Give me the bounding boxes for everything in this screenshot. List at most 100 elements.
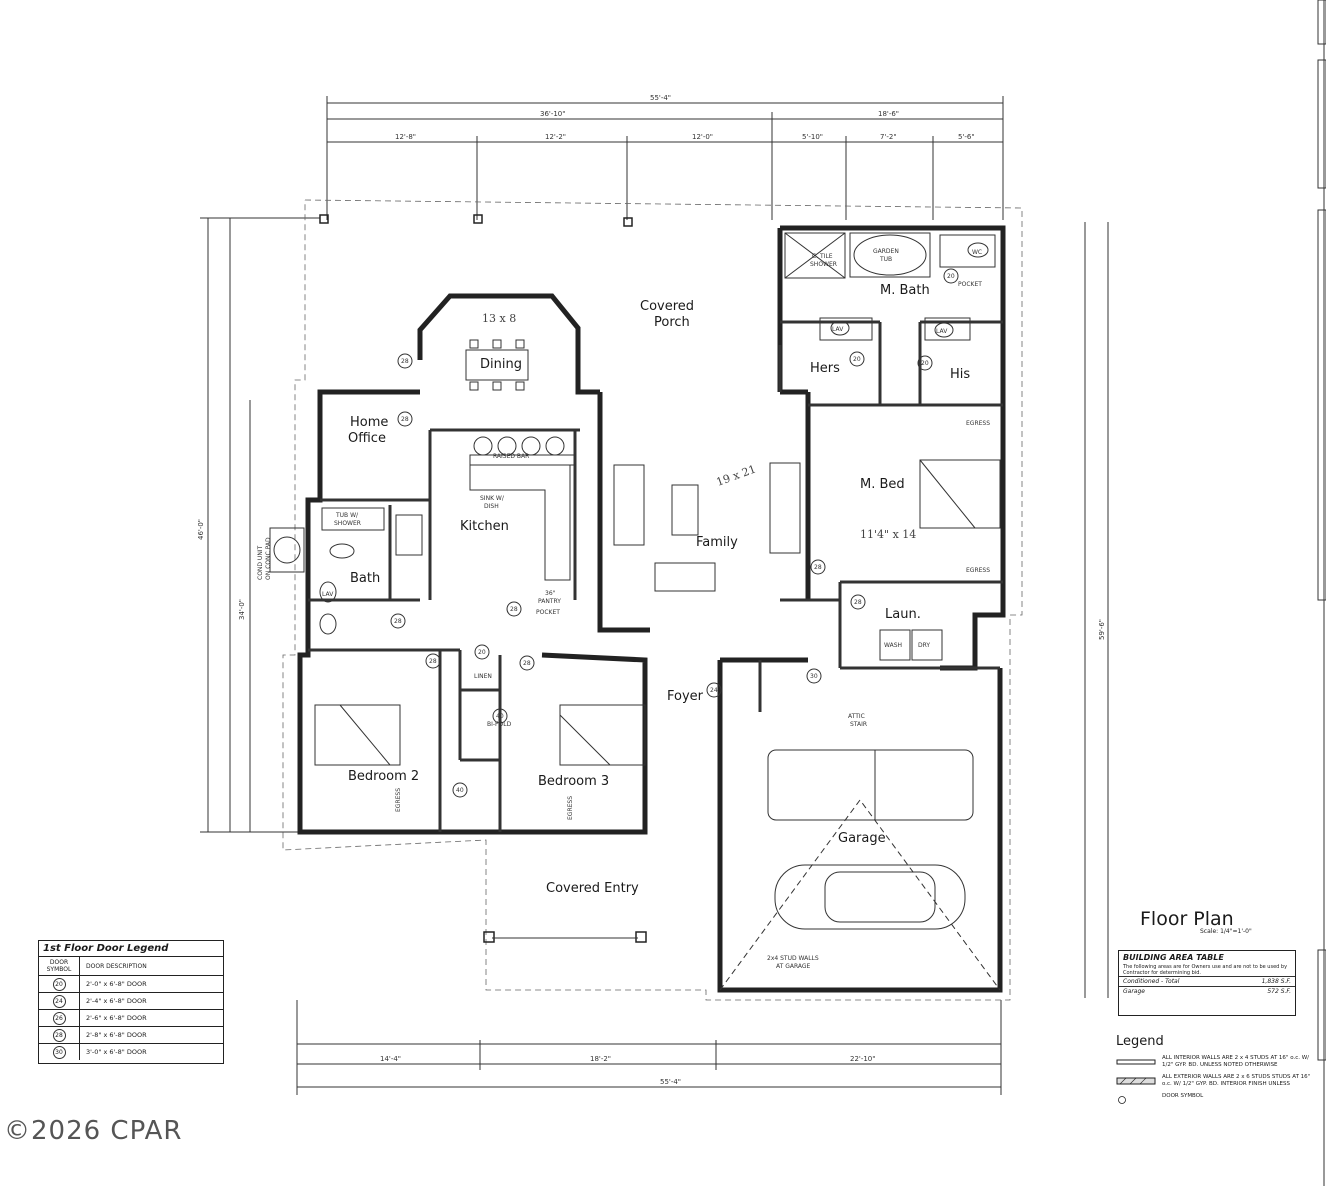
door-legend-col-symbol: DOOR SYMBOL <box>39 957 80 975</box>
label-tile-shower: C. TILE <box>812 253 833 260</box>
svg-text:24: 24 <box>710 687 718 694</box>
label-bifold: BI-FOLD <box>487 721 512 728</box>
label-linen: LINEN <box>474 673 492 680</box>
bottom-dimensions: 55'-4" 14'-4" 18'-2" 22'-10" <box>296 1000 1002 1095</box>
label-lav-bath: LAV <box>322 591 334 598</box>
sofa <box>613 464 645 546</box>
door-description: 2'-0" x 6'-8" DOOR <box>86 980 147 988</box>
room-m-bath: M. Bath <box>880 283 930 298</box>
room-home-office-line1: Home <box>350 415 388 430</box>
fixtures <box>269 232 1001 991</box>
label-stud-note-2: AT GARAGE <box>776 963 811 970</box>
door-legend-col-desc: DOOR DESCRIPTION <box>86 962 147 970</box>
door-legend-row: 30 3'-0" x 6'-8" DOOR <box>39 1044 223 1060</box>
master-bed <box>919 459 1001 529</box>
copyright-watermark: ©2026 CPAR <box>4 1116 183 1146</box>
label-egress-bed3: EGRESS <box>567 796 574 820</box>
dim-seg5: 7'-2" <box>880 133 897 141</box>
room-labels: Covered Porch Dining Home Office Kitchen… <box>348 283 970 896</box>
area-value: 572 S.F. <box>1267 988 1291 995</box>
label-egress-mbed-2: EGRESS <box>966 567 990 574</box>
legend-title: Legend <box>1116 1034 1164 1049</box>
label-sink: SINK W/ <box>480 495 505 502</box>
label-attic-stair-2: STAIR <box>850 721 867 728</box>
label-pocket-kitchen: POCKET <box>536 609 560 616</box>
door-symbol: 26 <box>52 1011 66 1025</box>
dim-seg6: 5'-6" <box>958 133 975 141</box>
door-legend-row: 24 2'-4" x 6'-8" DOOR <box>39 993 223 1010</box>
dim-left-a: 34'-0" <box>238 599 246 620</box>
floor-plan-title: Floor Plan <box>1140 908 1234 930</box>
room-kitchen: Kitchen <box>460 519 509 534</box>
door-legend-row: 28 2'-8" x 6'-8" DOOR <box>39 1027 223 1044</box>
svg-text:40: 40 <box>496 713 504 720</box>
label-pantry-2: PANTRY <box>538 598 561 605</box>
exterior-wall-symbol <box>1116 1077 1156 1085</box>
coffee-table <box>671 484 699 536</box>
room-bedroom3: Bedroom 3 <box>538 774 609 789</box>
dim-bottom-c: 22'-10" <box>850 1055 875 1063</box>
area-label: Garage <box>1123 988 1145 995</box>
svg-text:40: 40 <box>456 787 464 794</box>
door-symbol-icon <box>1118 1096 1126 1104</box>
title-block: Floor Plan Scale: 1/4"=1'-0" <box>1140 908 1270 935</box>
dim-right-total: 59'-6" <box>1098 619 1106 640</box>
label-lav-his: LAV <box>936 328 948 335</box>
door-legend-row: 26 2'-6" x 6'-8" DOOR <box>39 1010 223 1027</box>
entertainment-center <box>769 462 801 554</box>
label-pocket-mbath: POCKET <box>958 281 982 288</box>
label-dry: DRY <box>918 642 930 649</box>
svg-text:20: 20 <box>478 649 486 656</box>
label-egress-bed2: EGRESS <box>395 788 402 812</box>
tub <box>321 507 385 531</box>
garden-tub <box>853 234 927 276</box>
exterior-walls <box>297 214 1006 993</box>
bedroom3-bed <box>559 704 646 766</box>
note-family-size: 19 x 21 <box>715 463 758 489</box>
dim-seg2: 12'-2" <box>545 133 566 141</box>
door-legend-row: 20 2'-0" x 6'-8" DOOR <box>39 976 223 993</box>
room-covered-entry: Covered Entry <box>546 881 639 896</box>
svg-text:28: 28 <box>401 416 409 423</box>
dining-table <box>465 349 529 381</box>
area-label: Conditioned - Total <box>1123 978 1180 985</box>
loveseat <box>654 562 716 592</box>
area-value: 1,838 S.F. <box>1261 978 1291 985</box>
svg-text:28: 28 <box>510 606 518 613</box>
label-sink-2: DISH <box>484 503 499 510</box>
legend-item: DOOR SYMBOL <box>1116 1093 1316 1104</box>
door-symbol: 30 <box>52 1045 66 1059</box>
svg-text:28: 28 <box>523 660 531 667</box>
room-bath: Bath <box>350 571 380 586</box>
roof-outline <box>282 199 1023 1001</box>
wall-legend: Legend ALL INTERIOR WALLS ARE 2 x 4 STUD… <box>1116 1034 1316 1104</box>
note-dining-size: 13 x 8 <box>482 312 516 325</box>
door-description: 2'-8" x 6'-8" DOOR <box>86 1031 147 1039</box>
svg-text:28: 28 <box>814 564 822 571</box>
dim-bottom-a: 14'-4" <box>380 1055 401 1063</box>
legend-text: ALL EXTERIOR WALLS ARE 2 x 6 STUDS STUDS… <box>1162 1074 1311 1087</box>
sheet-edge <box>1317 0 1326 1186</box>
room-dining: Dining <box>480 357 522 372</box>
building-area-table: BUILDING AREA TABLE The following areas … <box>1118 950 1296 1016</box>
dim-seg1: 12'-8" <box>395 133 416 141</box>
legend-text: ALL INTERIOR WALLS ARE 2 x 4 STUDS AT 16… <box>1162 1055 1310 1068</box>
label-cond-unit-2: ON CONC PAD <box>265 537 272 580</box>
room-foyer: Foyer <box>667 689 704 704</box>
label-wc: WC <box>972 249 982 256</box>
label-cond-unit: COND UNIT <box>257 545 264 580</box>
dim-seg3: 12'-0" <box>692 133 713 141</box>
room-home-office-line2: Office <box>348 431 386 446</box>
svg-text:28: 28 <box>401 358 409 365</box>
door-description: 2'-4" x 6'-8" DOOR <box>86 997 147 1005</box>
area-table-row: Garage 572 S.F. <box>1119 986 1295 996</box>
door-symbol: 28 <box>52 1028 66 1042</box>
fixture-labels: GARDEN TUB C. TILE SHOWER WC LAV LAV LAV… <box>257 248 990 970</box>
door-symbol: 24 <box>52 994 66 1008</box>
bedroom2-bed <box>314 704 401 766</box>
top-dimensions: 55'-4" 36'-10" 18'-6" 12'-8" 12'-2" 12'-… <box>326 94 1004 220</box>
door-description: 2'-6" x 6'-8" DOOR <box>86 1014 147 1022</box>
label-tub-shower-2: SHOWER <box>334 520 361 527</box>
door-legend-title: 1st Floor Door Legend <box>39 941 223 957</box>
